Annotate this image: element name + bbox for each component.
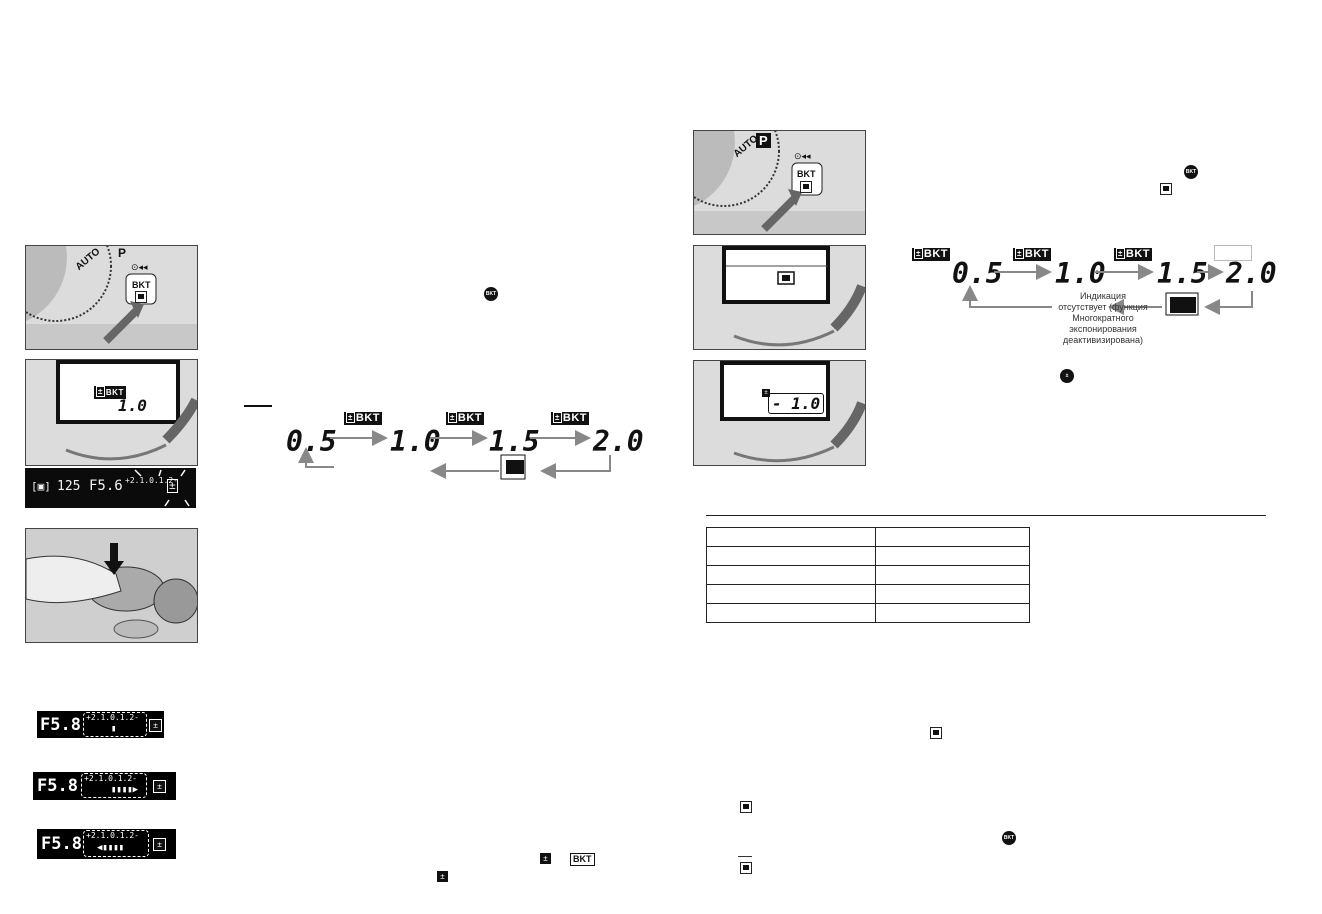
exposure-comp-icon: ± — [540, 853, 551, 864]
viewfinder-photo-right-1 — [693, 245, 866, 350]
frame-icon-inline-1 — [1160, 183, 1172, 195]
step-value-r3: 1.5 — [1157, 257, 1208, 290]
ev-scale-2: +2.1.0.1.2- — [84, 774, 137, 783]
table-row — [706, 527, 1030, 547]
mode-dial-illustration — [26, 246, 197, 349]
ev-bar-2: ▮▮▮▮▶ — [111, 785, 139, 795]
table-row — [706, 603, 1030, 623]
bkt-round-icon: BKT — [484, 287, 498, 301]
section-rule — [706, 515, 1266, 516]
empty-tag — [1214, 245, 1252, 261]
frame-icon — [135, 291, 147, 303]
ev-scale-display-1: F5.8 +2.1.0.1.2- ▮ ± — [37, 711, 164, 738]
sequence-mark — [244, 405, 272, 415]
frame-icon-inline-2 — [930, 727, 942, 739]
step-value-4: 2.0 — [593, 425, 644, 458]
ev-scale-frame-2 — [81, 773, 147, 798]
bkt-tag-r2: ±BKT — [1013, 248, 1051, 261]
shutter-press-illustration — [26, 529, 197, 642]
step-value-r4: 2.0 — [1226, 257, 1277, 290]
ev-scale-1: +2.1.0.1.2- — [86, 713, 139, 722]
settings-table — [706, 527, 1030, 623]
viewfinder-photo: ±BKT 1.0 — [25, 359, 198, 466]
viewfinder-illustration-right-1 — [722, 246, 865, 347]
ev-comp-icon-3: ± — [153, 838, 166, 851]
ev-mini-icon: ± — [762, 389, 770, 397]
no-indication-note: Индикация отсутствует (функция Многократ… — [1058, 291, 1148, 345]
ev-scale-3: +2.1.0.1.2- — [86, 831, 139, 840]
viewfinder-illustration-right-2 — [720, 361, 865, 463]
shutter-speed: 125 — [57, 479, 81, 494]
ev-scale-frame-3 — [83, 830, 149, 857]
viewfinder-illustration — [56, 360, 197, 461]
viewfinder-photo-right-2: ± - 1.0 — [693, 360, 866, 466]
table-row — [706, 565, 1030, 585]
mode-dial-photo-right: P AUTO ⊙◂◂ BKT — [693, 130, 866, 235]
sequence-arrows-right — [962, 264, 1253, 316]
ev-aperture-3: F5.8 — [41, 834, 82, 854]
ev-scale: +2.1.0.1.2- — [125, 476, 178, 485]
sequence-arrows — [298, 430, 611, 480]
ev-aperture-1: F5.8 — [40, 715, 81, 735]
step-value-2: 1.0 — [390, 425, 441, 458]
metering-icon: [▣] — [31, 480, 51, 493]
ev-bar-3: ◀▮▮▮▮ — [97, 843, 125, 853]
self-timer-label-right: ⊙◂◂ — [794, 151, 811, 161]
mode-dial-illustration-right — [694, 131, 865, 234]
aperture-value: F5.6 — [89, 478, 123, 494]
exposure-comp-icon-2: ± — [437, 871, 448, 882]
bracketing-sequence-right: ±BKT ±BKT ±BKT 0.5 1.0 1.5 2.0 Индикация… — [912, 245, 1277, 350]
ev-comp-icon-2: ± — [153, 780, 166, 793]
frame-icon-inline-4 — [740, 862, 752, 874]
viewfinder-value-right: - 1.0 — [768, 393, 825, 414]
ev-bar-1: ▮ — [111, 724, 117, 734]
bkt-tag-3: ±BKT — [551, 412, 589, 425]
step-value-3: 1.5 — [489, 425, 540, 458]
bracketing-sequence-left: ±BKT ±BKT ±BKT 0.5 1.0 1.5 2.0 — [244, 405, 644, 485]
bkt-inline-icon: BKT — [570, 853, 595, 866]
dial-p-label-right: P — [756, 133, 771, 148]
frame-icon-dash — [738, 856, 752, 857]
frame-icon-inline-3 — [740, 801, 752, 813]
table-row — [706, 584, 1030, 604]
bkt-button-label: BKT — [132, 280, 151, 290]
ev-scale-display-2: F5.8 +2.1.0.1.2- ▮▮▮▮▶ ± — [33, 772, 176, 800]
ev-scale-display-3: F5.8 +2.1.0.1.2- ◀▮▮▮▮ ± — [37, 829, 176, 859]
exposure-comp-round-icon: ± — [1060, 369, 1074, 383]
control-panel-lcd: [▣] 125 F5.6 +2.1.0.1.2- ± — [25, 468, 196, 508]
ev-aperture-2: F5.8 — [37, 776, 78, 796]
ev-comp-icon-1: ± — [149, 719, 162, 732]
bkt-tag-1: ±BKT — [344, 412, 382, 425]
bkt-round-icon-right: BKT — [1184, 165, 1198, 179]
dial-p-label: P — [118, 246, 127, 260]
ev-scale-frame-1 — [83, 712, 147, 737]
step-value-r1: 0.5 — [952, 257, 1003, 290]
mode-dial-photo: P AUTO ⊙◂◂ BKT — [25, 245, 198, 350]
exposure-comp-icon: ± — [167, 479, 178, 493]
step-value-r2: 1.0 — [1055, 257, 1106, 290]
viewfinder-value: 1.0 — [118, 396, 147, 415]
shutter-press-photo — [25, 528, 198, 643]
table-row — [706, 546, 1030, 566]
bkt-tag-r1: ±BKT — [912, 248, 950, 261]
frame-icon-right — [800, 181, 812, 193]
bkt-indicator: ±BKT — [94, 386, 126, 399]
bkt-round-icon-bottom: BKT — [1002, 831, 1016, 845]
bkt-tag-r3: ±BKT — [1114, 248, 1152, 261]
blink-rays — [134, 469, 190, 507]
bkt-tag-2: ±BKT — [446, 412, 484, 425]
self-timer-label: ⊙◂◂ — [131, 262, 148, 272]
bkt-button-label-right: BKT — [797, 169, 816, 179]
